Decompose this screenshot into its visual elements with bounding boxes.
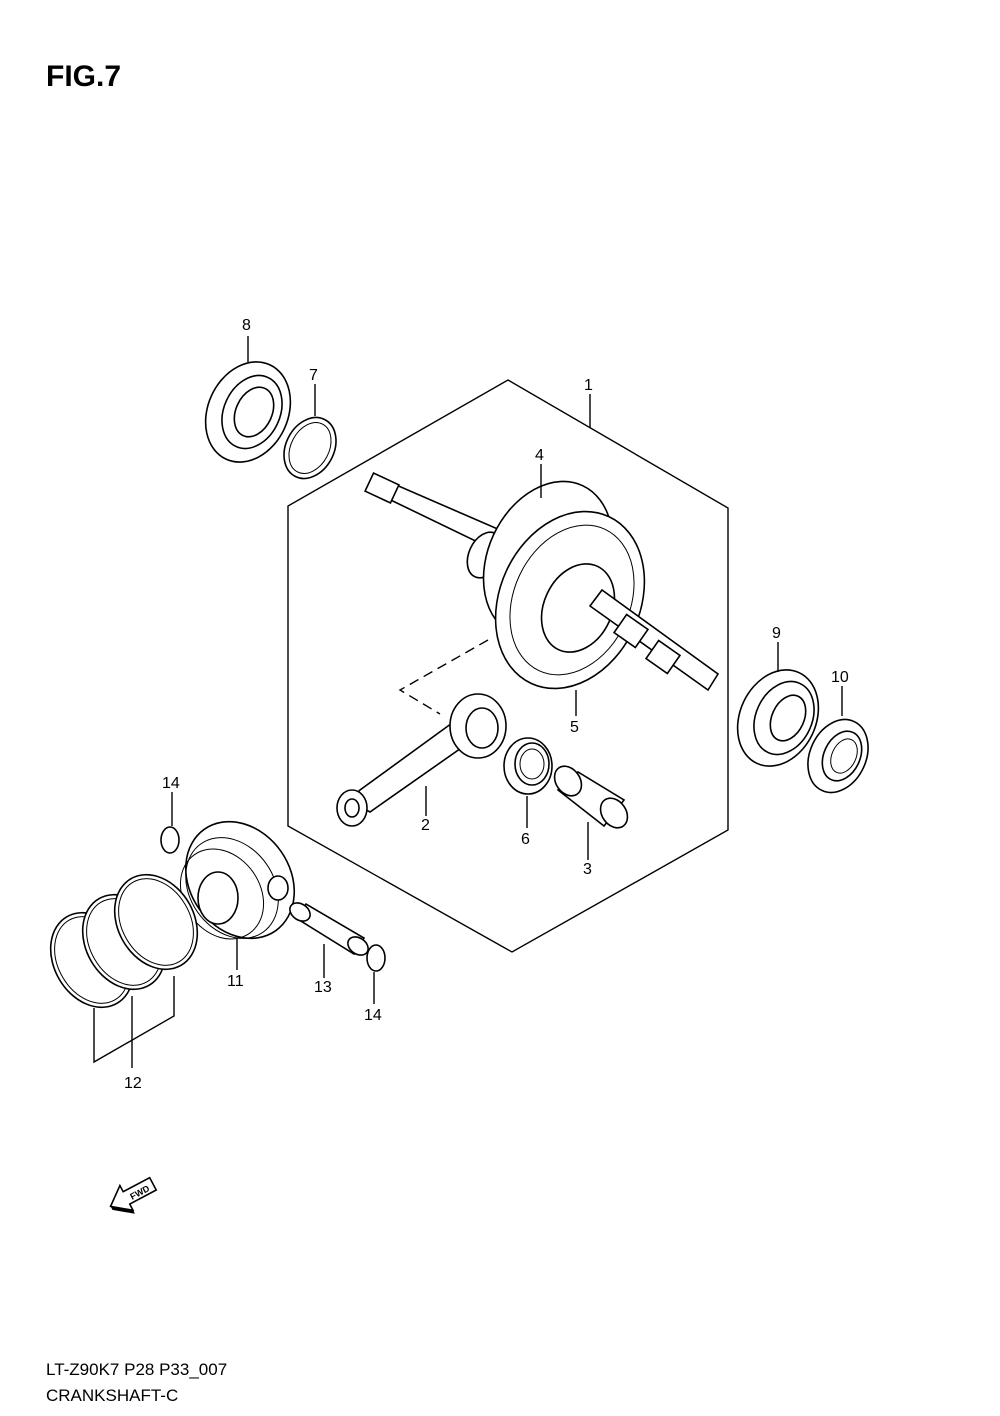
crank-pin-3-part: [553, 765, 629, 829]
assembly-outline: [287, 379, 729, 953]
callout-1: 1: [584, 377, 593, 394]
callout-14-lower: 14: [364, 1007, 382, 1024]
callout-13: 13: [314, 979, 332, 996]
circlip-14-upper-part: [160, 826, 180, 854]
callout-10: 10: [831, 669, 849, 686]
callout-8: 8: [242, 317, 251, 334]
needle-bearing-6-part: [503, 737, 553, 795]
callout-14-upper: 14: [162, 775, 180, 792]
callout-4: 4: [535, 447, 544, 464]
callout-11: 11: [227, 973, 244, 990]
connecting-rod-2-part: [336, 693, 507, 827]
piston-rings-12-part: [49, 873, 199, 1009]
callout-12: 12: [124, 1075, 142, 1092]
oil-seal-10-part: [807, 718, 869, 794]
callout-3: 3: [583, 861, 592, 878]
crankshaft-part: [364, 471, 720, 692]
callout-5: 5: [570, 719, 579, 736]
bearing-9-part: [736, 669, 820, 767]
piston-pin-13-part: [289, 902, 369, 956]
footer-code: LT-Z90K7 P28 P33_007: [46, 1360, 228, 1379]
fwd-arrow-icon: FWD: [109, 1176, 158, 1214]
leader-lines: [93, 336, 843, 1068]
shim-7-part: [283, 416, 337, 480]
callout-9: 9: [772, 625, 781, 642]
callout-6: 6: [521, 831, 530, 848]
piston-11-part: [179, 820, 296, 940]
bearing-8-part: [204, 361, 292, 463]
footer-name: CRANKSHAFT-C: [46, 1386, 179, 1405]
circlip-14-lower-part: [366, 944, 386, 972]
callout-7: 7: [309, 367, 318, 384]
callout-2: 2: [421, 817, 430, 834]
figure-title: FIG.7: [46, 60, 122, 93]
